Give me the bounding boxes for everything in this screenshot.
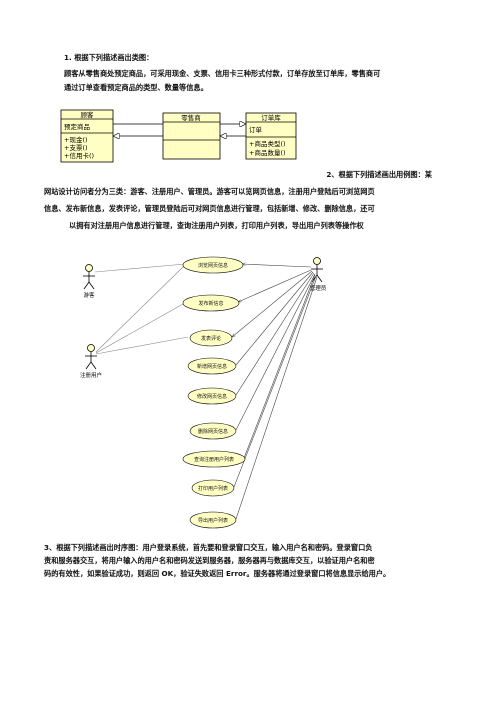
use-case-label: 导出用户列表 [198,517,228,524]
section2-line1: 2、根据下列描述画出用例图：某 [326,170,432,179]
class-retailer-name: 零售商 [181,113,201,122]
class-associations [113,124,246,136]
section2-line3: 信息、发布新信息，发表评论，管理员登陆后可对网页信息进行管理，包括新增、修改、删… [44,204,375,213]
section3-line2: 责和服务器交互，将用户输入的用户名和密码发送到服务器，服务器再与数据库交互，以验… [44,556,375,565]
actor-tourist-label: 游客 [83,291,95,299]
use-case-label: 打印用户列表 [198,485,228,492]
use-case-ellipse [187,357,237,375]
class-order-store-attr: 订单 [249,125,263,134]
section1-heading: 1. 根据下列描述画出类图： [64,53,154,62]
use-case-label: 浏览网页信息 [198,262,228,269]
actor-admin-label: 管理员 [310,284,327,292]
use-case-ellipse [187,387,237,405]
use-case-label: 发表评论 [201,335,221,342]
section2-line2: 网站设计访问者分为三类：游客、注册用户、管理员。游客可以览网页信息，注册用户登陆… [44,187,375,196]
class-order-store-op: +商品数量() [249,148,286,157]
section1-desc-line1: 顾客从零售商处预定商品，可采用现金、支票、信用卡三种形式付款，订单存放至订单库，… [64,69,381,78]
actor-tourist-icon [83,264,95,290]
use-case-label: 发布新信息 [198,300,223,307]
use-case-ellipse [191,479,235,497]
class-retailer: 零售商 [162,112,221,160]
class-order-store-op: +商品类型() [249,139,286,148]
class-order-store: 订单库 订单 +商品类型() +商品数量() [245,112,297,160]
class-customer: 顾客 预定商品 +现金() +支票() +信用卡() [60,109,114,163]
class-customer-op: +支票() [64,143,88,152]
use-case-ellipse [182,256,244,274]
use-case-ellipse [189,422,237,440]
class-customer-attr: 预定商品 [64,122,90,131]
actor-admin-icon [311,257,323,283]
actor-registered-label: 注册用户 [80,371,102,379]
class-customer-op: +现金() [64,135,88,144]
use-case-label: 修改网页信息 [197,393,227,400]
use-case-label: 查询注册用户列表 [194,456,234,463]
class-customer-op: +信用卡() [64,151,94,160]
section3-line3: 码的有效性，如果验证成功，则返回 OK，验证失败返回 Error。服务器将通过登… [44,569,391,578]
class-order-store-name: 订单库 [261,113,281,122]
section3-line1: 3、根据下列描述画出时序图：用户登录系统，首先要和登录窗口交互，输入用户名和密码… [44,543,373,552]
use-case-ellipse [182,294,240,312]
use-case-ellipse [189,329,233,347]
class-customer-name: 顾客 [81,110,95,119]
section1-desc-line2: 通过订单查看预定商品的类型、数量等信息。 [64,83,208,92]
use-case-ellipse [182,450,246,468]
actor-registered-icon [85,344,97,370]
use-case-label: 新增网页信息 [197,363,227,370]
use-case-diagram: 游客 注册用户 管理员 [80,256,327,529]
section2-line4: 以拥有对注册用户信息进行管理，查询注册用户列表，打印用户列表，导出用户列表等操作… [69,221,364,230]
use-case-label: 删除网页信息 [198,428,228,435]
use-case-ellipse [189,511,237,529]
